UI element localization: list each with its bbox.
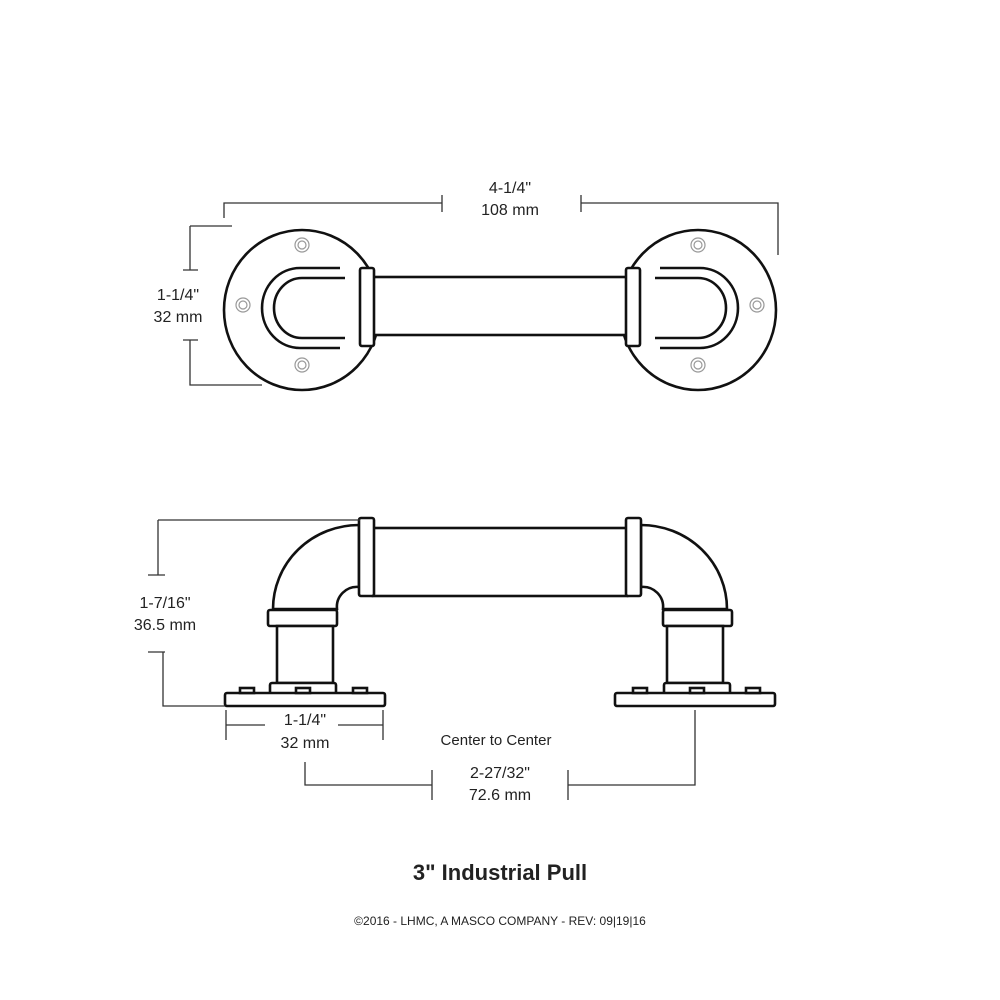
- length-mm: 108 mm: [481, 202, 539, 219]
- side-left-collar: [357, 516, 376, 598]
- flange-diameter-dimension: 1-1/4" 32 mm: [154, 225, 262, 386]
- projection-in: 1-7/16": [139, 595, 190, 612]
- side-right-collar: [624, 516, 643, 598]
- left-flange: [222, 228, 382, 392]
- right-post: [613, 523, 777, 708]
- base-width-dimension: 1-1/4" 32 mm: [225, 710, 384, 752]
- center-mm: 72.6 mm: [469, 787, 531, 804]
- base-width-in: 1-1/4": [284, 712, 326, 729]
- projection-dimension: 1-7/16" 36.5 mm: [134, 519, 360, 707]
- right-collar: [624, 266, 642, 348]
- projection-mm: 36.5 mm: [134, 617, 196, 634]
- center-to-center-dimension: Center to Center 2-27/32" 72.6 mm: [304, 710, 696, 804]
- base-width-mm: 32 mm: [281, 735, 330, 752]
- handle-bar: [368, 275, 632, 337]
- left-post: [223, 523, 387, 708]
- center-in: 2-27/32": [470, 765, 530, 782]
- copyright: ©2016 - LHMC, A MASCO COMPANY - REV: 09|…: [354, 914, 646, 928]
- side-view: 1-7/16" 36.5 mm 1-1/4" 32 mm Center to C…: [134, 516, 777, 804]
- flange-in: 1-1/4": [157, 287, 199, 304]
- right-flange: [618, 228, 778, 392]
- drawing-title: 3" Industrial Pull: [413, 860, 587, 885]
- side-handle-bar: [371, 526, 629, 598]
- flange-mm: 32 mm: [154, 309, 203, 326]
- top-view: 4-1/4" 108 mm 1-1/4" 32 mm: [154, 180, 779, 392]
- length-in: 4-1/4": [489, 180, 531, 197]
- center-label: Center to Center: [441, 732, 552, 749]
- left-collar: [358, 266, 376, 348]
- length-dimension: 4-1/4" 108 mm: [223, 180, 779, 255]
